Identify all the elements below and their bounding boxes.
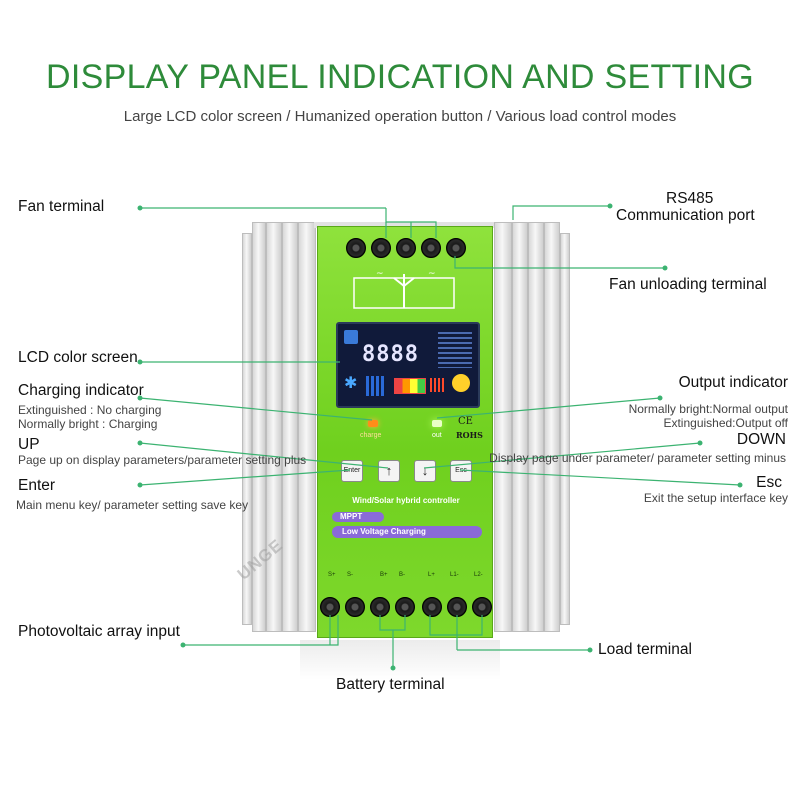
rohs-mark: ROHS: [456, 430, 483, 440]
mppt-badge: MPPT: [332, 512, 384, 522]
fan-terminal-screw[interactable]: [421, 238, 441, 258]
heatsink-fin: [544, 222, 560, 632]
output-desc-1: Normally bright:Normal output: [628, 402, 788, 416]
page-title: DISPLAY PANEL INDICATION AND SETTING: [46, 58, 754, 96]
callout-lcd-screen: LCD color screen: [18, 349, 138, 366]
callout-fan-unloading: Fan unloading terminal: [609, 276, 767, 293]
bulb-icon: [452, 374, 470, 392]
out-label: out: [432, 432, 442, 439]
load-terminal-screw[interactable]: [422, 597, 442, 617]
ce-mark: CE: [458, 416, 473, 427]
callout-pv-input: Photovoltaic array input: [18, 623, 180, 640]
terminal-label: L+: [428, 572, 435, 578]
svg-text:~: ~: [376, 269, 384, 279]
terminal-label: S-: [347, 572, 353, 578]
terminal-label: L2-: [474, 572, 483, 578]
heatsink-fin: [512, 222, 528, 632]
callout-load-terminal: Load terminal: [598, 641, 692, 658]
low-voltage-badge: Low Voltage Charging: [332, 526, 482, 538]
terminal-label: B-: [399, 572, 405, 578]
heatsink-fin: [242, 233, 252, 625]
callout-fan-terminal: Fan terminal: [18, 198, 105, 215]
callout-output-indicator: Output indicator: [678, 374, 788, 391]
terminal-label: B+: [380, 572, 388, 578]
svg-text:~: ~: [428, 269, 436, 279]
esc-desc: Exit the setup interface key: [643, 491, 788, 505]
device-reflection: [300, 640, 500, 680]
callout-enter: Enter: [18, 477, 56, 494]
heatsink-fin: [560, 233, 570, 625]
page-subtitle: Large LCD color screen / Humanized opera…: [123, 108, 677, 125]
callout-charging-indicator: Charging indicator: [18, 382, 144, 399]
heatsink-fin: [494, 222, 512, 632]
fan-terminal-screw[interactable]: [396, 238, 416, 258]
heatsink-fin: [282, 222, 298, 632]
enter-desc: Main menu key/ parameter setting save ke…: [16, 498, 249, 512]
product-name: Wind/Solar hybrid controller: [352, 496, 460, 505]
lcd-screen: 8888 ✱: [336, 322, 480, 408]
callout-communication-port: Communication port: [616, 207, 755, 224]
top-rail: [314, 222, 494, 228]
lcd-digits: 8888: [362, 342, 419, 367]
callout-down: DOWN: [736, 431, 786, 448]
lcd-status-icon: [344, 330, 358, 344]
pv-terminal-screw[interactable]: [345, 597, 365, 617]
heatsink-fin: [298, 222, 316, 632]
callout-battery-terminal: Battery terminal: [336, 676, 445, 693]
down-desc: Display page under parameter/ parameter …: [489, 451, 786, 465]
output-desc-2: Extinguished:Output off: [663, 416, 788, 430]
charging-desc-1: Extinguished : No charging: [18, 403, 162, 417]
fan-terminal-screw[interactable]: [346, 238, 366, 258]
load-arrows-icon: [430, 378, 446, 392]
wind-turbine-icon: ~ ~: [353, 269, 455, 309]
terminal-label: L1-: [450, 572, 459, 578]
charge-led: [368, 420, 378, 427]
solar-panel-icon: [366, 376, 386, 396]
fan-unloading-terminal-screw[interactable]: [446, 238, 466, 258]
wind-icon: ✱: [344, 375, 358, 392]
fan-terminal-screw[interactable]: [371, 238, 391, 258]
callout-esc: Esc: [756, 474, 782, 491]
down-button[interactable]: ↓: [414, 460, 436, 482]
heatsink-fin: [252, 222, 266, 632]
battery-icon: [394, 378, 426, 394]
heatsink-fin: [528, 222, 544, 632]
terminal-label: S+: [328, 572, 336, 578]
lcd-parameter-list: [438, 332, 472, 368]
charge-label: charge: [360, 432, 382, 439]
out-led: [432, 420, 442, 427]
up-desc: Page up on display parameters/parameter …: [18, 453, 307, 467]
heatsink-fin: [266, 222, 282, 632]
callout-up: UP: [18, 436, 40, 453]
charging-desc-2: Normally bright : Charging: [18, 417, 158, 431]
up-button[interactable]: ↑: [378, 460, 400, 482]
callout-rs485: RS485: [666, 190, 714, 207]
